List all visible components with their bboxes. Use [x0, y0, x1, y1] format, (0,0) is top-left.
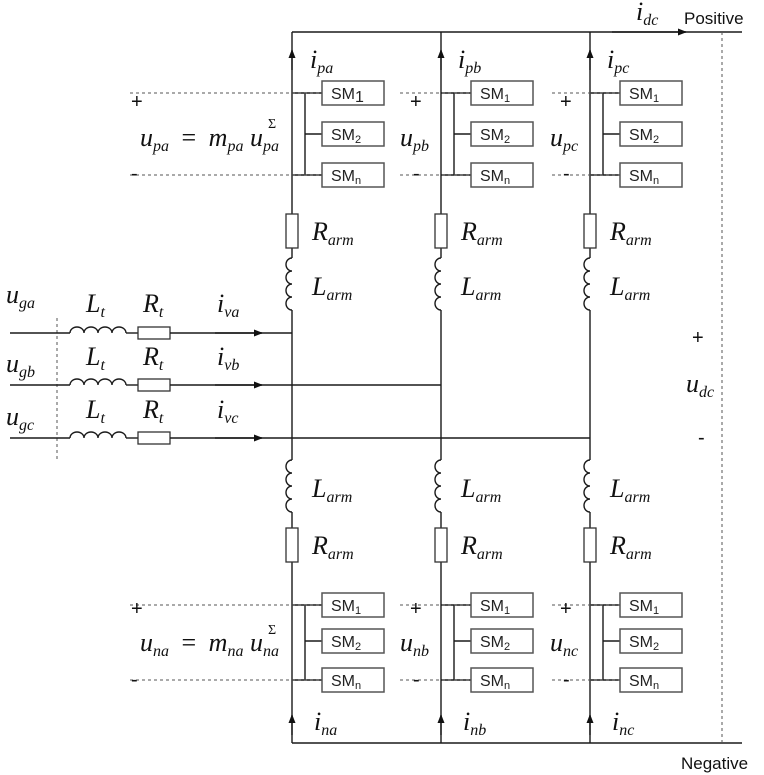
svg-text:uga: uga [6, 280, 35, 312]
svg-text:Larm: Larm [460, 474, 501, 506]
svg-text:Rarm: Rarm [311, 531, 354, 563]
svg-text:Larm: Larm [460, 272, 501, 304]
svg-text:ugc: ugc [6, 402, 34, 434]
svg-text:-: - [131, 163, 138, 185]
svg-text:ina: ina [314, 707, 337, 739]
svg-text:una = mna un: una = mna una [140, 628, 279, 662]
svg-text:SMn: SMn [480, 168, 510, 187]
svg-text:SM2: SM2 [331, 634, 361, 653]
polarity-signs: + - + - + - + - + - + - + - [131, 91, 705, 691]
arm-current-arrows [288, 49, 594, 735]
svg-text:iva: iva [217, 289, 239, 321]
sm-labels: SM1 SM2 SMn SM1 SM2 SMn SM1 SM2 SMn SM1 … [331, 86, 659, 692]
svg-text:inc: inc [612, 707, 634, 739]
svg-text:Rt: Rt [142, 395, 164, 427]
svg-text:Lt: Lt [85, 395, 105, 427]
svg-text:ipa: ipa [310, 45, 333, 77]
svg-text:SM1: SM1 [629, 598, 659, 617]
svg-text:Rt: Rt [142, 289, 164, 321]
svg-text:-: - [413, 669, 420, 691]
svg-text:Larm: Larm [609, 474, 650, 506]
svg-text:Σ: Σ [268, 623, 276, 638]
svg-text:unc: unc [550, 628, 578, 660]
svg-text:Negative: Negative [681, 754, 748, 773]
svg-text:Rt: Rt [142, 342, 164, 374]
svg-text:ipc: ipc [607, 45, 629, 77]
svg-text:SM1: SM1 [480, 598, 510, 617]
svg-text:+: + [560, 598, 572, 620]
svg-text:SMn: SMn [331, 168, 361, 187]
upper-submodules [292, 80, 683, 188]
svg-text:+: + [410, 598, 422, 620]
svg-text:Larm: Larm [311, 474, 352, 506]
svg-text:SM1: SM1 [480, 86, 510, 105]
svg-text:SM1: SM1 [331, 86, 364, 106]
svg-text:SMn: SMn [629, 673, 659, 692]
svg-text:Larm: Larm [609, 272, 650, 304]
svg-text:-: - [563, 669, 570, 691]
svg-text:idc: idc [636, 0, 658, 29]
svg-text:SM2: SM2 [629, 127, 659, 146]
svg-text:Rarm: Rarm [609, 531, 652, 563]
svg-text:Rarm: Rarm [609, 217, 652, 249]
svg-text:upc: upc [550, 123, 578, 155]
svg-text:Positive: Positive [684, 9, 744, 28]
svg-text:upa = mpa up: upa = mpa upa [140, 123, 279, 157]
svg-text:SMn: SMn [331, 673, 361, 692]
svg-text:SM2: SM2 [480, 127, 510, 146]
svg-text:upb: upb [400, 123, 429, 155]
svg-text:-: - [563, 163, 570, 185]
ac-side [10, 318, 590, 462]
svg-text:ivb: ivb [217, 342, 239, 374]
svg-text:+: + [560, 91, 572, 113]
svg-text:udc: udc [686, 369, 714, 401]
svg-text:+: + [692, 327, 704, 349]
svg-text:Σ: Σ [268, 117, 276, 132]
svg-text:-: - [131, 669, 138, 691]
phase-leg-wires [291, 32, 591, 743]
svg-text:Rarm: Rarm [460, 531, 503, 563]
svg-text:SM1: SM1 [629, 86, 659, 105]
svg-text:ivc: ivc [217, 395, 238, 427]
svg-text:+: + [410, 91, 422, 113]
math-labels: idc Positive ipa ipb ipc upa = mpa upa Σ… [6, 0, 748, 773]
svg-text:+: + [131, 598, 143, 620]
svg-text:SM1: SM1 [331, 598, 361, 617]
arm-impedances [285, 213, 597, 563]
svg-text:Lt: Lt [85, 342, 105, 374]
svg-text:SM2: SM2 [480, 634, 510, 653]
svg-text:ipb: ipb [458, 45, 481, 77]
svg-text:Rarm: Rarm [311, 217, 354, 249]
svg-text:unb: unb [400, 628, 429, 660]
svg-text:inb: inb [463, 707, 486, 739]
svg-text:+: + [131, 91, 143, 113]
svg-text:SMn: SMn [629, 168, 659, 187]
svg-text:ugb: ugb [6, 349, 35, 381]
svg-text:SMn: SMn [480, 673, 510, 692]
svg-text:Larm: Larm [311, 272, 352, 304]
svg-text:Rarm: Rarm [460, 217, 503, 249]
svg-text:SM2: SM2 [629, 634, 659, 653]
svg-text:Lt: Lt [85, 289, 105, 321]
svg-text:-: - [413, 163, 420, 185]
arm-voltage-dashes [130, 92, 620, 681]
dc-buses [292, 28, 742, 744]
svg-text:SM2: SM2 [331, 127, 361, 146]
svg-text:-: - [698, 427, 705, 449]
